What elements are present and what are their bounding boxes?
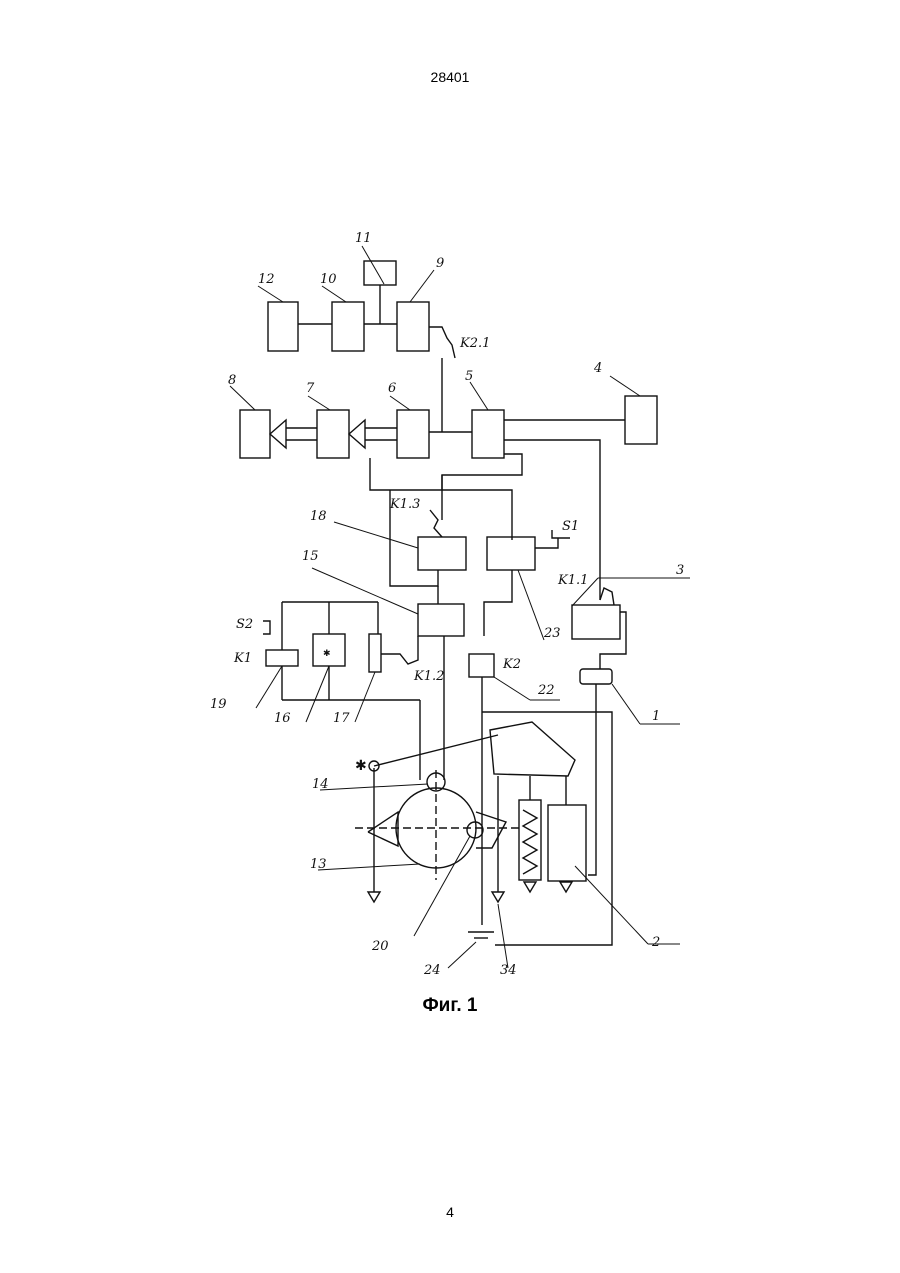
label-6: 6 (388, 381, 396, 396)
label-k11: K1.1 (557, 573, 588, 588)
label-1: 1 (652, 709, 660, 724)
label-11: 11 (355, 231, 372, 246)
label-18: 18 (310, 509, 327, 524)
label-2: 2 (651, 935, 660, 950)
label-k2: K2 (502, 657, 521, 672)
block-18 (418, 537, 466, 570)
figure-caption: Фиг. 1 (0, 995, 900, 1017)
block-5 (472, 410, 504, 458)
actuator-2 (548, 805, 586, 881)
label-3: 3 (676, 563, 684, 578)
label-19: 19 (210, 697, 227, 712)
block-19 (266, 650, 298, 666)
label-k1: K1 (233, 651, 252, 666)
label-20: 20 (371, 939, 389, 954)
label-k13: K1.3 (389, 497, 420, 512)
label-k12: K1.2 (413, 669, 444, 684)
label-17: 17 (333, 711, 350, 726)
label-16: 16 (274, 711, 291, 726)
label-8: 8 (228, 373, 236, 388)
label-5: 5 (465, 369, 473, 384)
block-3 (572, 605, 620, 639)
block-4 (625, 396, 657, 444)
label-24: 24 (423, 963, 441, 978)
label-13: 13 (310, 857, 327, 872)
label-k21: K2.1 (459, 336, 490, 351)
block-17 (369, 634, 381, 672)
block-23 (487, 537, 535, 570)
svg-text:✱: ✱ (323, 649, 331, 659)
label-s1: S1 (562, 519, 579, 534)
block-6 (397, 410, 429, 458)
label-14: 14 (312, 777, 329, 792)
block-8 (240, 410, 270, 458)
svg-text:✱: ✱ (355, 758, 367, 774)
block-22 (469, 654, 494, 677)
block-10 (332, 302, 364, 351)
block-9 (397, 302, 429, 351)
label-s2: S2 (236, 617, 253, 632)
block-12 (268, 302, 298, 351)
label-12: 12 (258, 272, 275, 287)
page-number: 4 (0, 1204, 900, 1220)
label-9: 9 (436, 256, 444, 271)
block-1 (580, 669, 612, 684)
block-7 (317, 410, 349, 458)
block-15 (418, 604, 464, 636)
label-4: 4 (593, 361, 602, 376)
label-7: 7 (306, 381, 315, 396)
label-10: 10 (320, 272, 337, 287)
label-23: 23 (543, 626, 561, 641)
label-34: 34 (500, 963, 517, 978)
block-11 (364, 261, 396, 285)
label-22: 22 (537, 683, 555, 698)
label-15: 15 (302, 549, 319, 564)
